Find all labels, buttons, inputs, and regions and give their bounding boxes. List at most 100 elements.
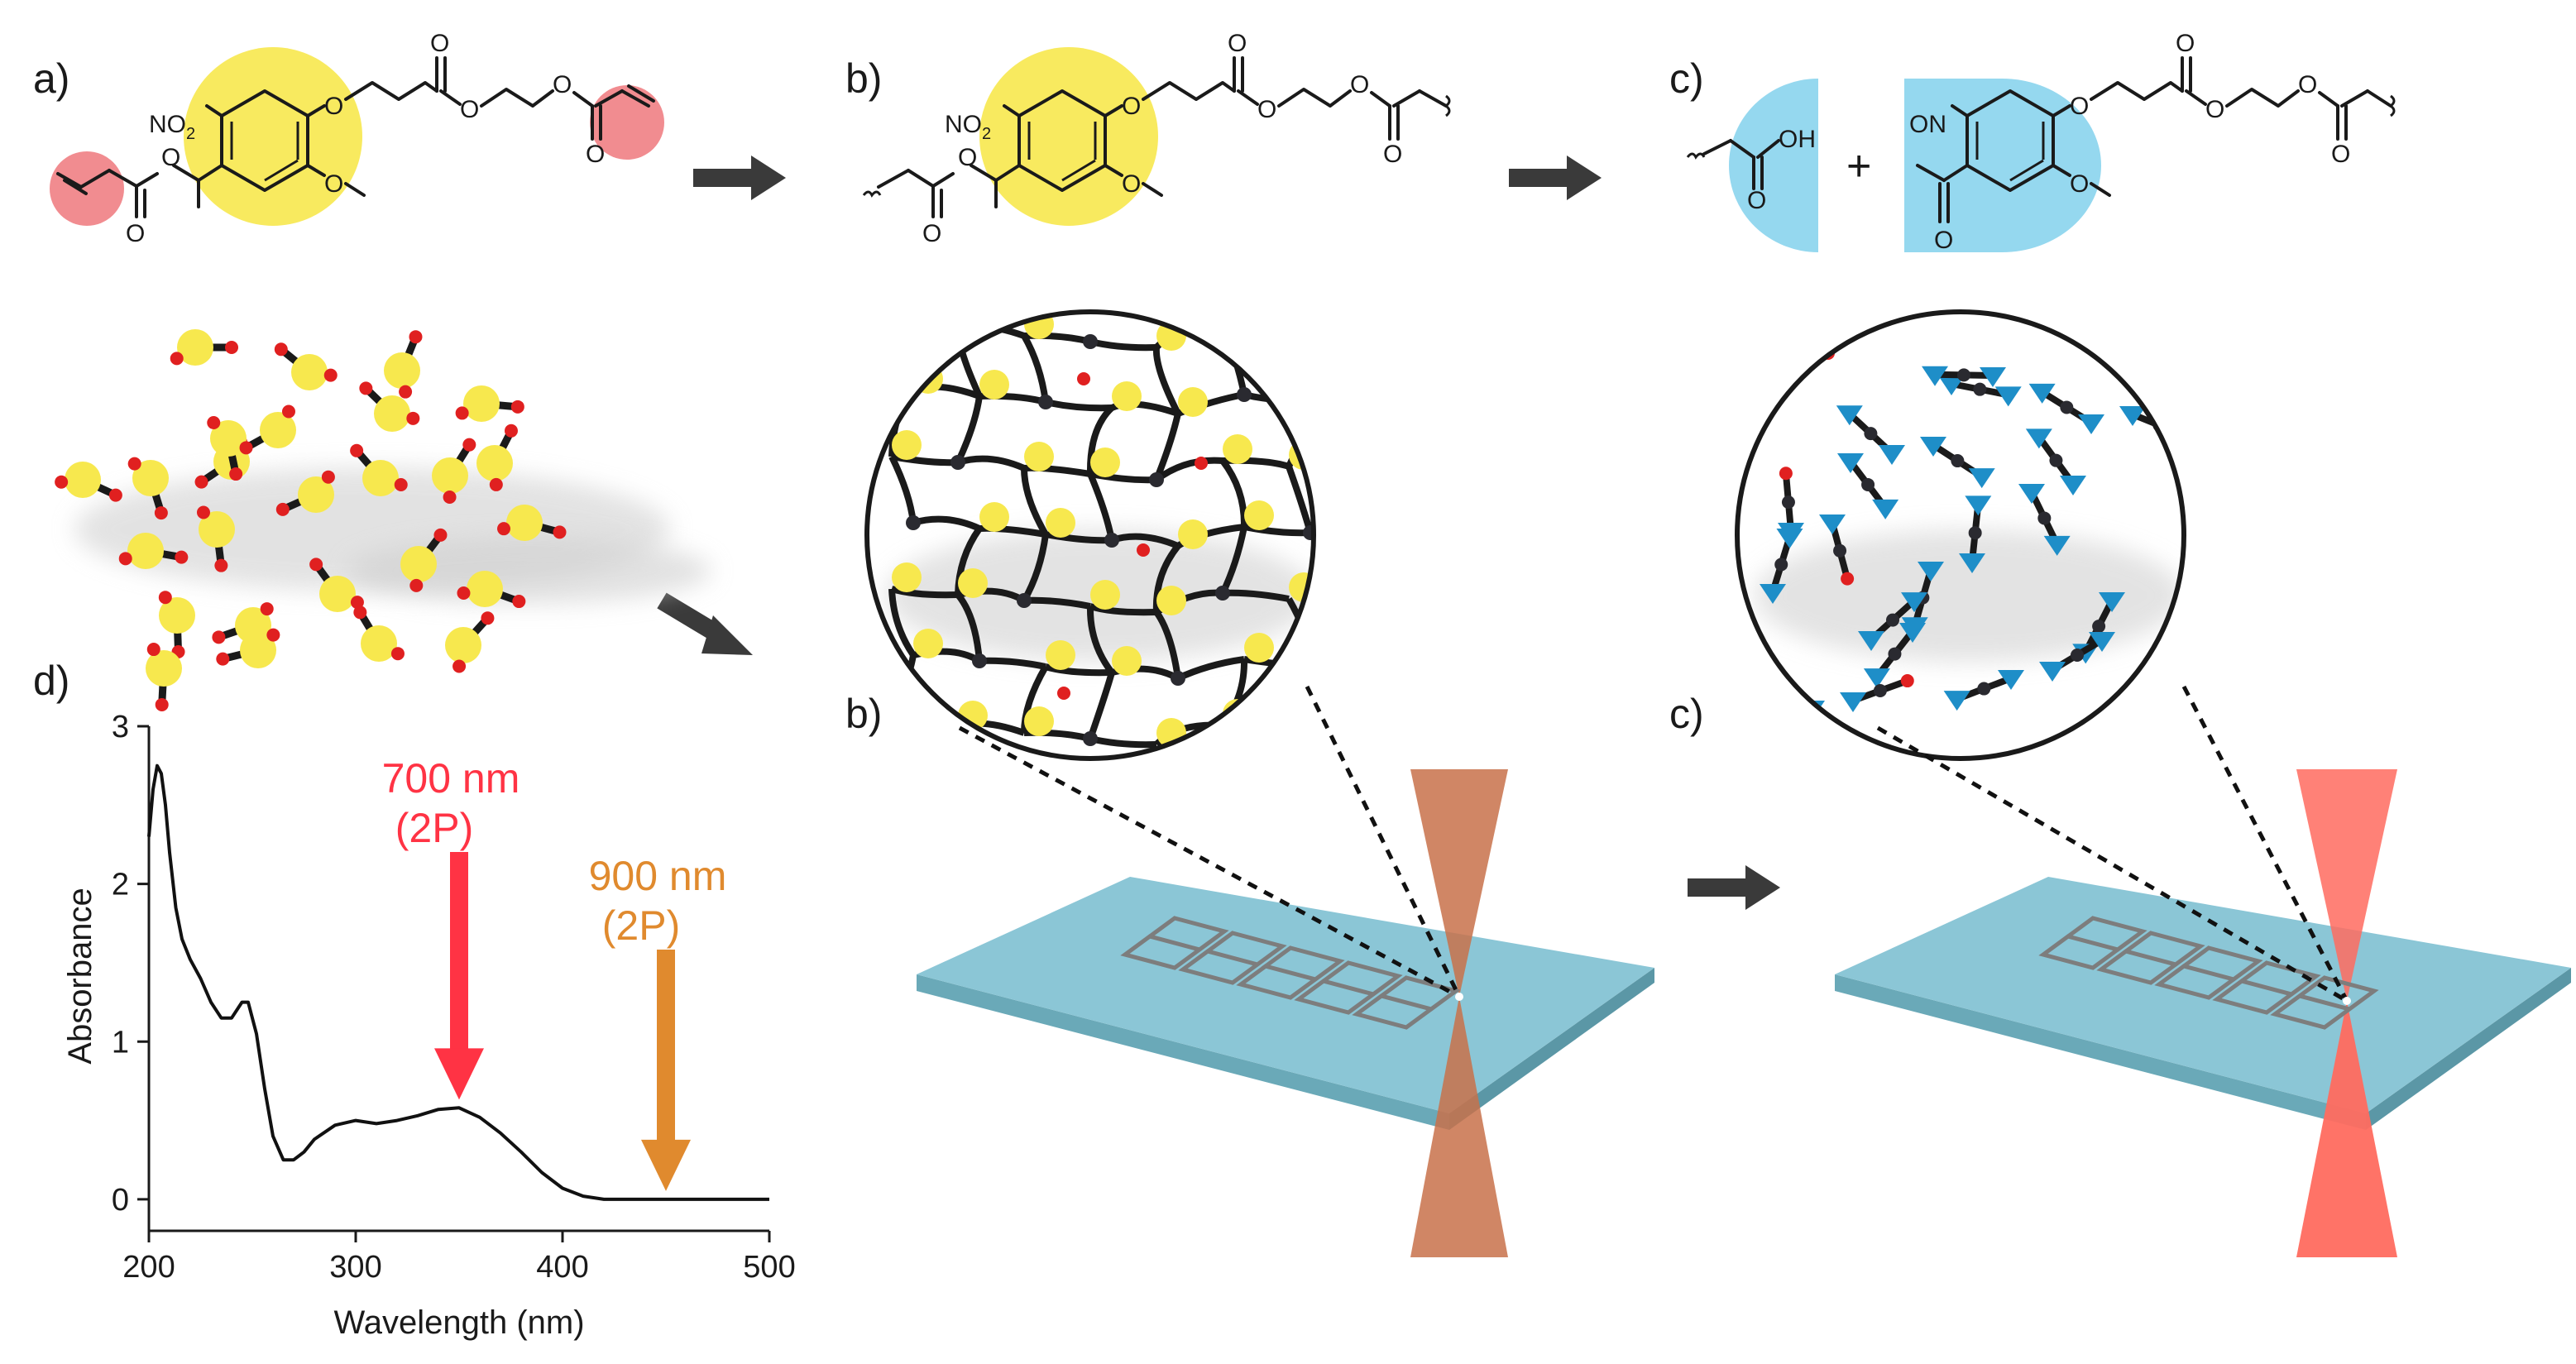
oxygen-label: O bbox=[1122, 93, 1141, 120]
fragment bbox=[1959, 495, 1992, 573]
cleaved-end bbox=[1965, 495, 1992, 516]
crosslink-node bbox=[1774, 558, 1788, 572]
written-pattern bbox=[1120, 916, 1461, 1030]
fragment bbox=[2028, 383, 2104, 434]
molecule-a-monomer: NO2 O O O O O O O O bbox=[50, 30, 664, 247]
fragment bbox=[2018, 484, 2071, 556]
cleaved-end bbox=[1863, 668, 1890, 689]
acrylate-bead bbox=[553, 525, 567, 539]
acrylate-bead bbox=[118, 552, 132, 566]
cleaved-end bbox=[2099, 592, 2125, 612]
acrylate-bead bbox=[229, 467, 243, 481]
photocage-bead bbox=[374, 395, 410, 432]
crosslink-node bbox=[1968, 526, 1982, 540]
crosslink-node bbox=[1833, 543, 1847, 558]
crosslink-node bbox=[1973, 382, 1987, 396]
crosslink-node bbox=[1038, 395, 1053, 409]
annotation-arrow-head bbox=[434, 1048, 484, 1100]
oxygen-label: O bbox=[1228, 30, 1247, 57]
photocage-bead bbox=[65, 462, 101, 498]
written-digit bbox=[1178, 931, 1287, 985]
crosslink-node bbox=[1303, 525, 1314, 540]
photocage-bead bbox=[467, 571, 503, 607]
monomer bbox=[384, 330, 423, 399]
photocage-bead bbox=[298, 476, 334, 513]
cleaved-end bbox=[1840, 692, 1866, 712]
wavelength-annotation: 700 nm(2P) bbox=[382, 755, 520, 1100]
monomer bbox=[350, 443, 408, 496]
cleaved-end bbox=[2078, 414, 2104, 434]
cleaved-end bbox=[1943, 691, 1970, 711]
panel-label-a: a) bbox=[33, 55, 69, 102]
molecule-c-cleavage-products: O OH + ON O O O O O O O bbox=[1686, 30, 2396, 254]
fragment bbox=[2025, 428, 2086, 495]
laser-focus bbox=[2343, 997, 2351, 1005]
laser-cone-upper bbox=[1410, 769, 1508, 997]
written-digit bbox=[1294, 960, 1403, 1015]
monomer bbox=[476, 424, 518, 491]
monomer-cloud bbox=[55, 329, 711, 711]
oxygen-label: O bbox=[2176, 30, 2195, 57]
cleaved-end bbox=[1872, 499, 1899, 519]
acrylate-bead bbox=[1057, 687, 1070, 700]
acrylate-bead bbox=[350, 443, 364, 457]
photocage-bead bbox=[1244, 633, 1274, 663]
crosslink-node bbox=[2037, 511, 2052, 525]
oxygen-label: O bbox=[2070, 170, 2089, 198]
acrylate-bead bbox=[390, 647, 405, 661]
process-arrows bbox=[657, 156, 1780, 910]
network-strand bbox=[1153, 610, 1181, 679]
cleaved-end bbox=[1994, 386, 2022, 407]
acrylate-bead bbox=[455, 406, 469, 420]
photocage-bead bbox=[1223, 434, 1252, 464]
cleaved-end bbox=[1760, 584, 1786, 604]
monomer bbox=[207, 415, 247, 481]
acrylate-bead bbox=[409, 330, 423, 344]
acrylate-bead bbox=[239, 441, 253, 455]
crosslink-node bbox=[1237, 387, 1252, 402]
photocage-bead bbox=[506, 505, 543, 541]
acrylate-bead bbox=[323, 368, 338, 382]
acrylate-bead bbox=[266, 628, 280, 642]
substrate-erase bbox=[1835, 685, 2571, 1257]
monomer bbox=[432, 438, 476, 504]
photocage-bead bbox=[445, 627, 481, 663]
x-tick-label: 300 bbox=[329, 1250, 381, 1285]
glass-slide-edge bbox=[1835, 974, 2366, 1130]
crosslink-node bbox=[1951, 454, 1965, 468]
acrylate-bead bbox=[309, 558, 323, 572]
crosslink-node bbox=[1861, 477, 1875, 491]
network-strand bbox=[1021, 664, 1049, 734]
network-strand bbox=[1087, 671, 1115, 740]
arrow-monomers-to-network bbox=[657, 592, 753, 655]
photocage-bead bbox=[132, 460, 169, 496]
cleaved-end bbox=[2028, 383, 2056, 404]
oxygen-label: O bbox=[1122, 170, 1141, 198]
oxygen-label: O bbox=[460, 96, 479, 123]
fragment bbox=[1837, 453, 1899, 519]
acrylate-bead bbox=[55, 475, 69, 489]
oxygen-label: O bbox=[161, 144, 180, 171]
erased-digit bbox=[2038, 916, 2147, 970]
annotation-arrow-head bbox=[641, 1139, 691, 1191]
acrylate-bead bbox=[409, 578, 424, 592]
photocage-bead bbox=[1024, 442, 1054, 471]
acrylate-bead bbox=[489, 477, 503, 491]
photocage-bead bbox=[913, 629, 943, 658]
monomer bbox=[445, 611, 495, 673]
x-tick-label: 200 bbox=[122, 1250, 175, 1285]
network-zoom-c bbox=[1735, 309, 2186, 761]
monomer bbox=[455, 385, 524, 422]
crosslink-node bbox=[1171, 671, 1185, 686]
acrylate-bead bbox=[281, 404, 295, 419]
network-strand bbox=[890, 586, 959, 599]
network-strand bbox=[1021, 334, 1049, 403]
photocage-bead bbox=[177, 329, 213, 366]
cleaved-end bbox=[2018, 484, 2045, 504]
acrylate-bead bbox=[170, 352, 184, 366]
crosslink-node bbox=[2092, 620, 2106, 634]
cleaved-end bbox=[1757, 345, 1784, 365]
photocage-bead bbox=[1046, 640, 1075, 670]
acrylate-bead bbox=[1195, 457, 1208, 470]
crosslink-node bbox=[1083, 334, 1098, 349]
